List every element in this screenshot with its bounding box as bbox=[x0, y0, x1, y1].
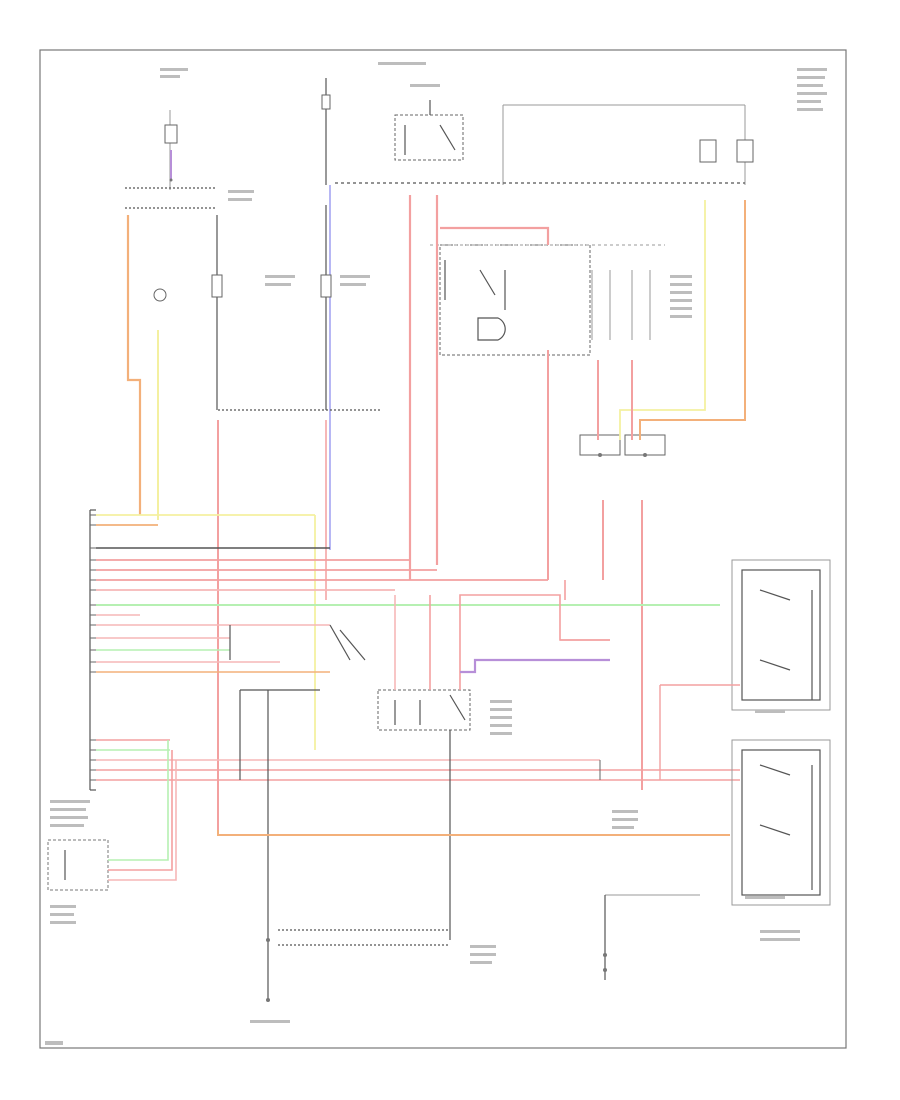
top-right-relays bbox=[502, 104, 754, 185]
light-switch-panel bbox=[731, 559, 831, 906]
label-stubs bbox=[45, 62, 827, 1045]
diagram-frame bbox=[39, 49, 847, 1049]
top-relay-box bbox=[394, 100, 464, 161]
switch-assembly-left bbox=[239, 689, 451, 1002]
ground-bottom-right bbox=[603, 894, 700, 980]
headlamp-relays bbox=[579, 434, 666, 457]
module-pin-ticks bbox=[90, 514, 96, 781]
lamp-relays-right bbox=[591, 270, 651, 340]
center-switch-block bbox=[229, 624, 471, 731]
bottom-left-component bbox=[47, 740, 177, 891]
fuse-relay-top-left bbox=[125, 110, 215, 190]
left-column-components bbox=[153, 205, 380, 411]
main-relay-block bbox=[430, 244, 665, 356]
fuse-column-blue bbox=[321, 78, 331, 550]
